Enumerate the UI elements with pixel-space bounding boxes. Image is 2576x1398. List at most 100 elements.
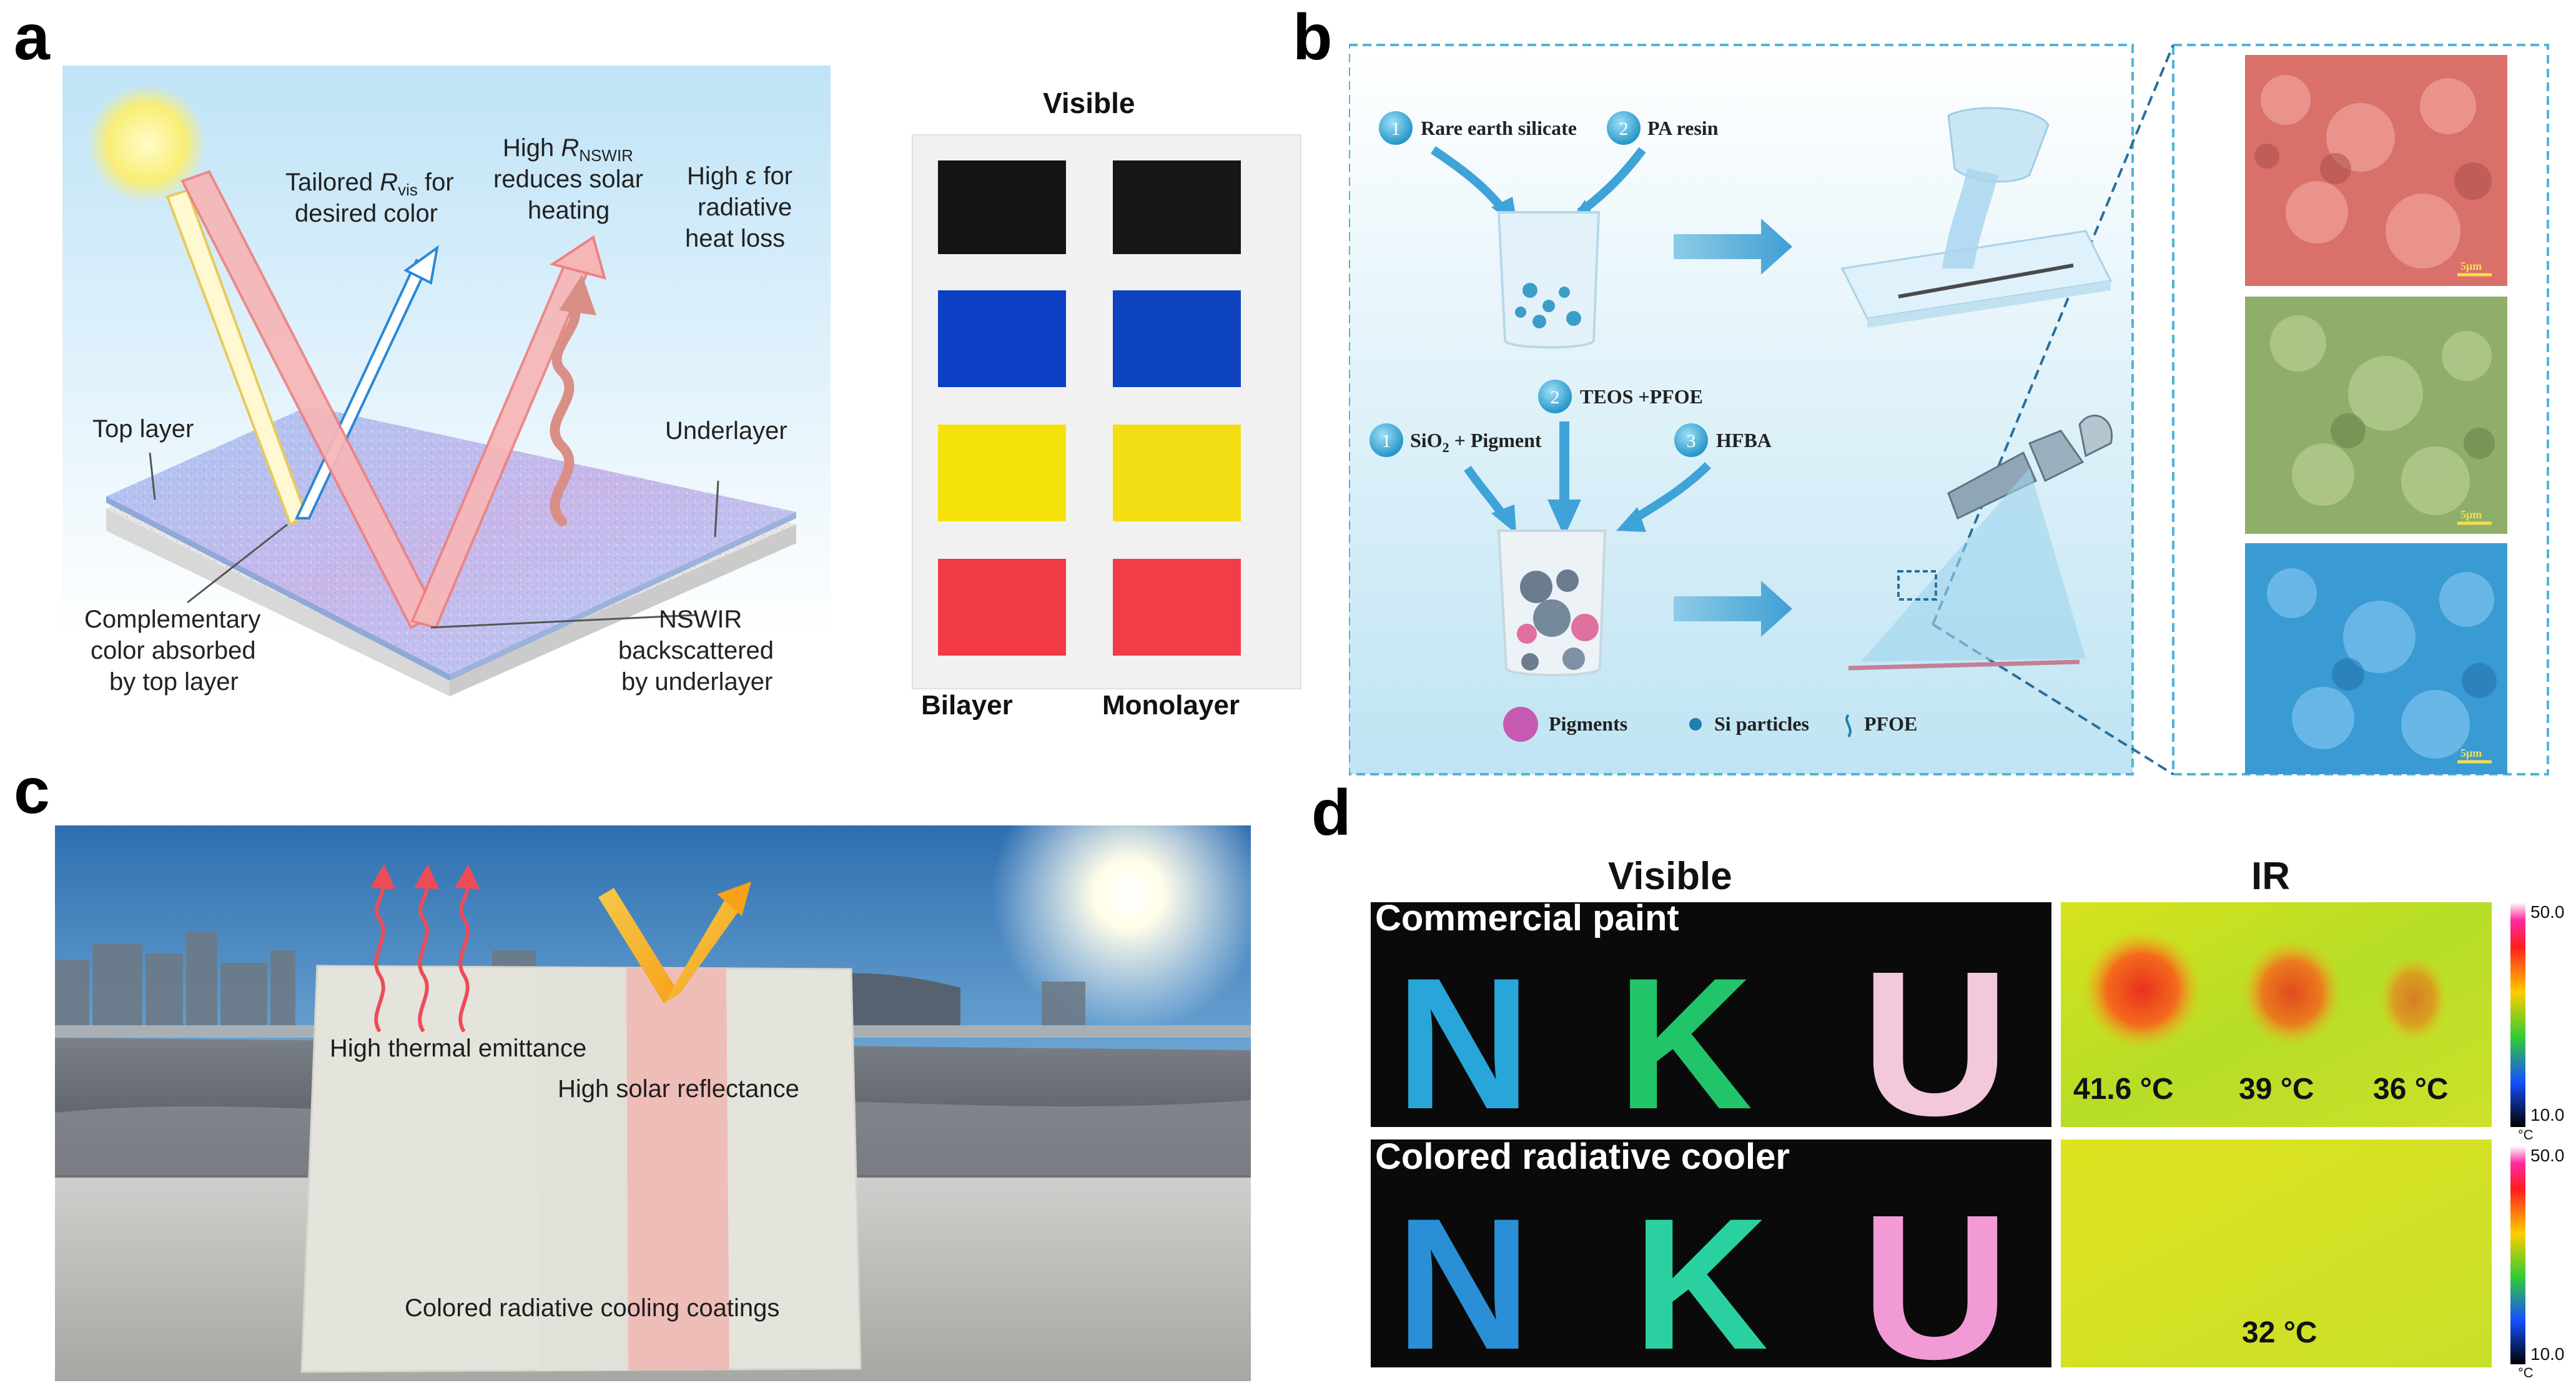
solar-reflectance-label: High solar reflectance [558, 1075, 799, 1103]
swatch-black-bilayer [938, 160, 1066, 254]
panel-letter-b: b [1293, 1, 1333, 74]
svg-text:by underlayer: by underlayer [621, 668, 772, 696]
legend-pigments: Pigments [1549, 712, 1627, 735]
panel-d-images: Commercial paint N K U Colored radiative… [1371, 899, 2565, 1380]
sem-image-blue: 5μm [2245, 543, 2507, 774]
ir-wavy-arrow [550, 304, 581, 526]
legend-si-particles: Si particles [1714, 712, 1809, 735]
svg-text:°C: °C [2518, 1127, 2534, 1143]
svg-text:1: 1 [1382, 431, 1391, 451]
svg-text:heating: heating [528, 197, 609, 224]
teos-pfoe-label: TEOS +PFOE [1580, 385, 1703, 408]
svg-text:10.0: 10.0 [2530, 1105, 2565, 1125]
coatings-label: Colored radiative cooling coatings [405, 1294, 779, 1322]
ir-cooler-image [2061, 1140, 2492, 1367]
swatch-blue-monolayer [1113, 290, 1241, 387]
svg-text:3: 3 [1687, 431, 1696, 451]
swatch-yellow-monolayer [1113, 425, 1241, 521]
ir-color-scale [2510, 1146, 2525, 1364]
high-emissivity-label: High ε for [687, 162, 792, 190]
commercial-paint-label: Commercial paint [1375, 899, 1679, 938]
letter-k: K [1633, 1179, 1769, 1380]
swatch-yellow-bilayer [938, 425, 1066, 521]
beaker-1 [1497, 211, 1601, 349]
letter-n: N [1396, 938, 1531, 1148]
step-number-icon [1379, 111, 1413, 145]
svg-text:°C: °C [2518, 1365, 2534, 1380]
solar-reflection-arrow [598, 882, 751, 1003]
temp-u: 36 °C [2373, 1073, 2449, 1106]
rare-earth-silicate-label: Rare earth silicate [1421, 117, 1577, 139]
sem-image-red: 5μm [2245, 55, 2507, 286]
top-layer-label: Top layer [92, 415, 194, 443]
panel-c-photo: High thermal emittance High solar reflec… [55, 825, 1251, 1381]
svg-text:2: 2 [1619, 119, 1629, 139]
svg-text:5μm: 5μm [2460, 260, 2482, 272]
panel-b-process: 1 Rare earth silicate 2 PA resin 2 TEOS … [1349, 44, 2549, 775]
high-rnswir-label: High RNSWIR [503, 134, 633, 165]
panel-a-schematic: Tailored Rvis for desired color High RNS… [62, 66, 831, 696]
temp-cooler: 32 °C [2242, 1316, 2317, 1349]
pa-resin-label: PA resin [1647, 117, 1719, 139]
visible-column-title: Visible [1608, 855, 1732, 898]
swatch-red-monolayer [1113, 559, 1241, 656]
underlayer-label: Underlayer [665, 417, 787, 445]
svg-text:50.0: 50.0 [2530, 1146, 2565, 1165]
step-number-icon [1538, 380, 1572, 413]
svg-text:reduces solar: reduces solar [493, 165, 643, 193]
svg-text:heat loss: heat loss [685, 225, 785, 252]
step-number-icon [1674, 423, 1708, 457]
pfoe-legend-icon [1845, 714, 1852, 738]
letter-u: U [1861, 1171, 2010, 1380]
process-arrow [1674, 219, 1792, 275]
ir-color-scale [2510, 902, 2525, 1127]
thermal-emission-arrows [374, 884, 470, 1033]
bilayer-label: Bilayer [921, 690, 1013, 721]
svg-text:5μm: 5μm [2460, 747, 2482, 759]
sem-image-green: 5μm [2245, 297, 2507, 534]
svg-text:backscattered: backscattered [618, 637, 774, 664]
letter-u: U [1861, 928, 2010, 1158]
swatch-blue-bilayer [938, 290, 1066, 387]
temp-k: 39 °C [2239, 1073, 2314, 1106]
letter-k: K [1617, 938, 1753, 1148]
swatch-black-monolayer [1113, 160, 1241, 254]
swatch-red-bilayer [938, 559, 1066, 656]
process-arrow [1674, 581, 1792, 637]
pigment-legend-icon [1503, 707, 1538, 742]
pink-coating-strip [626, 968, 729, 1371]
visible-commercial-image [1371, 902, 2051, 1127]
complementary-label: Complementary [84, 606, 260, 633]
panel-letter-d: d [1311, 777, 1351, 849]
ir-column-title: IR [2251, 855, 2290, 898]
svg-text:1: 1 [1391, 119, 1401, 139]
thermal-emittance-label: High thermal emittance [330, 1035, 586, 1062]
step-number-icon [1607, 111, 1641, 145]
sio2-pigment-label: SiO2 + Pigment [1410, 429, 1542, 455]
svg-text:2: 2 [1551, 387, 1560, 408]
monolayer-label: Monolayer [1102, 690, 1240, 721]
colored-cooler-label: Colored radiative cooler [1375, 1136, 1790, 1177]
panel-letter-c: c [14, 755, 50, 827]
swatch-card [912, 134, 1301, 689]
letter-n: N [1396, 1179, 1531, 1380]
swatch-panel: Visible Bilayer Monolayer [887, 75, 1324, 737]
svg-text:by top layer: by top layer [109, 668, 239, 696]
svg-text:10.0: 10.0 [2530, 1344, 2565, 1364]
svg-text:radiative: radiative [698, 194, 792, 221]
svg-text:color absorbed: color absorbed [91, 637, 256, 664]
visible-cooler-image [1371, 1140, 2051, 1367]
sun-icon [87, 84, 206, 203]
nswir-arrow-head [550, 235, 606, 280]
hfba-label: HFBA [1716, 429, 1772, 451]
svg-text:50.0: 50.0 [2530, 902, 2565, 922]
nswir-backscatter-label: NSWIR [659, 606, 742, 633]
panel-letter-a: a [14, 1, 50, 74]
temp-n: 41.6 °C [2073, 1073, 2174, 1106]
si-particle-legend-icon [1689, 718, 1702, 731]
legend-pfoe: PFOE [1864, 712, 1917, 735]
svg-text:5μm: 5μm [2460, 508, 2482, 521]
sun-icon [992, 825, 1251, 1031]
swatch-title: Visible [1043, 87, 1135, 119]
tailored-rvis-label: Tailored Rvis for [285, 169, 454, 199]
